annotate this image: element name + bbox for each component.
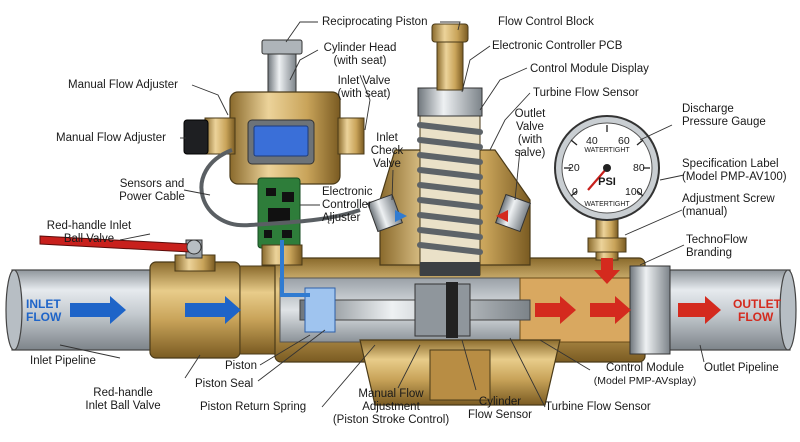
- outlet-pipe-end: [779, 269, 797, 351]
- label-inlet-pipeline: Inlet Pipeline: [30, 355, 96, 367]
- label-manual-flow-adjuster-2: Manual Flow Adjuster: [56, 132, 166, 144]
- label-control-module-1: Control Module: [606, 362, 684, 374]
- gauge-tick-40: 40: [586, 135, 598, 147]
- blue-sensor-tube: [280, 240, 310, 297]
- gauge-tick-80: 80: [633, 162, 645, 174]
- gauge-needle: [587, 167, 608, 191]
- label-sensors-cable-2: Power Cable: [119, 191, 185, 203]
- compression-spring: [417, 122, 483, 255]
- gauge-brand-bottom: WATERTIGHT: [584, 201, 630, 208]
- sensor-cable: [199, 148, 361, 228]
- inlet-flow-text-2: FLOW: [26, 310, 62, 324]
- label-technoflow-2: Branding: [686, 247, 733, 259]
- piston-seal-ring: [446, 282, 458, 338]
- label-cylinder-flow-sensor-1: Cylinder: [478, 396, 522, 408]
- inlet-check-valve-part: [367, 193, 407, 233]
- right-port: [337, 117, 365, 155]
- gauge-unit: PSI: [598, 176, 616, 188]
- label-electronic-controller-pcb: Electronic Controller PCB: [492, 40, 623, 52]
- label-manual-flow-adjustment-1: Manual Flow: [358, 388, 424, 400]
- label-electronic-adjuster-3: Ąljuster: [322, 212, 361, 224]
- label-piston-return-spring: Piston Return Spring: [200, 401, 307, 413]
- label-cylinder-flow-sensor-2: Flow Sensor: [468, 409, 532, 421]
- label-control-module-2: (Model PMP-AVsplay): [593, 375, 697, 387]
- label-outlet-pipeline: Outlet Pipeline: [704, 362, 779, 374]
- leader-lines: [59, 21, 705, 408]
- adjust-bolt: [436, 37, 464, 91]
- inlet-flow-arrows: [70, 296, 241, 324]
- label-turbine-flow-sensor-bottom: Turbine Flow Sensor: [545, 401, 651, 413]
- lcd-display: [253, 125, 309, 157]
- adjust-bolt-head: [431, 23, 469, 43]
- manual-adjuster-knob: [183, 119, 209, 155]
- pcb-chips: [264, 188, 294, 238]
- label-inlet-valve-2: (with seat): [337, 88, 391, 100]
- label-electronic-adjuster-1: Electronic: [322, 186, 373, 198]
- label-turbine-flow-sensor-top: Turbine Flow Sensor: [533, 87, 639, 99]
- label-adjustment-screw-1: Adjustment Screw: [682, 193, 775, 205]
- label-outlet-valve-2: Valve: [516, 121, 544, 133]
- label-manual-flow-adjustment-2: Adjustment: [362, 401, 420, 413]
- label-inlet-valve-1: Inlet Valve: [337, 75, 391, 87]
- label-adjustment-screw-2: (manual): [682, 206, 728, 218]
- gauge-tick-marks: [564, 125, 650, 197]
- gauge-tick-20: 20: [568, 162, 580, 174]
- spring-cap: [417, 87, 483, 117]
- label-discharge-gauge-1: Discharge: [682, 103, 734, 115]
- label-red-inlet-valve-bottom-2: Inlet Ball Valve: [85, 400, 161, 412]
- label-red-inlet-valve-top-1: Red-handle Inlet: [46, 220, 132, 232]
- gauge-tick-100: 100: [625, 186, 643, 198]
- gauge-brand-top: WATERTIGHT: [584, 147, 630, 154]
- gauge-hub: [603, 164, 611, 172]
- label-manual-flow-adjustment-3: (Piston Stroke Control): [332, 414, 450, 426]
- label-discharge-gauge-2: Pressure Gauge: [682, 116, 766, 128]
- inlet-pipe-end: [5, 269, 23, 351]
- cylinder-head-cap: [261, 39, 303, 55]
- lower-port: [429, 349, 491, 401]
- outlet-flow-text-2: FLOW: [738, 310, 774, 324]
- label-spec-label-1: Specification Label: [682, 158, 779, 170]
- label-outlet-valve-4: salve): [514, 147, 546, 159]
- label-technoflow-1: TechnoFlow: [686, 234, 748, 246]
- label-inlet-check-valve-1: Inlet: [376, 132, 398, 144]
- inlet-flow-text-1: INLET: [26, 297, 61, 311]
- label-control-module-display: Control Module Display: [530, 63, 649, 75]
- gauge-tick-0: 0: [572, 186, 578, 198]
- label-red-inlet-valve-bottom-1: Red-handle: [93, 387, 153, 399]
- label-cylinder-head-1: Cylinder Head: [323, 42, 397, 54]
- gauge-nut: [587, 237, 627, 253]
- gauge-tick-60: 60: [618, 135, 630, 147]
- label-electronic-adjuster-2: Controller: [322, 199, 372, 211]
- outlet-flow-text-1: OUTLET: [733, 297, 781, 311]
- valve-seat: [420, 262, 480, 276]
- label-reciprocating-piston: Reciprocating Piston: [322, 16, 428, 28]
- outlet-flow-arrows: [535, 296, 721, 324]
- label-red-inlet-valve-top-2: Ball Valve: [63, 233, 115, 245]
- outlet-union: [629, 265, 671, 355]
- piston-head: [414, 283, 471, 337]
- label-piston: Piston: [225, 360, 257, 372]
- label-piston-seal: Piston Seal: [195, 378, 254, 390]
- label-sensors-cable-1: Sensors and: [119, 178, 185, 190]
- inlet-union: [239, 265, 281, 355]
- label-flow-control-block: Flow Control Block: [498, 16, 594, 28]
- label-cylinder-head-2: (with seat): [333, 55, 387, 67]
- gauge-flow-arrow: [594, 258, 620, 284]
- label-outlet-valve-3: (with: [517, 134, 543, 146]
- outlet-valve-part: [495, 193, 531, 233]
- label-outlet-valve-1: Outlet: [514, 108, 546, 120]
- label-inlet-check-valve-3: Valve: [373, 158, 401, 170]
- label-spec-label-2: (Model PMP-AV100): [682, 171, 787, 183]
- label-inlet-check-valve-2: Check: [370, 145, 404, 157]
- label-manual-flow-adjuster-1: Manual Flow Adjuster: [68, 79, 178, 91]
- red-handle-pivot: [186, 239, 202, 255]
